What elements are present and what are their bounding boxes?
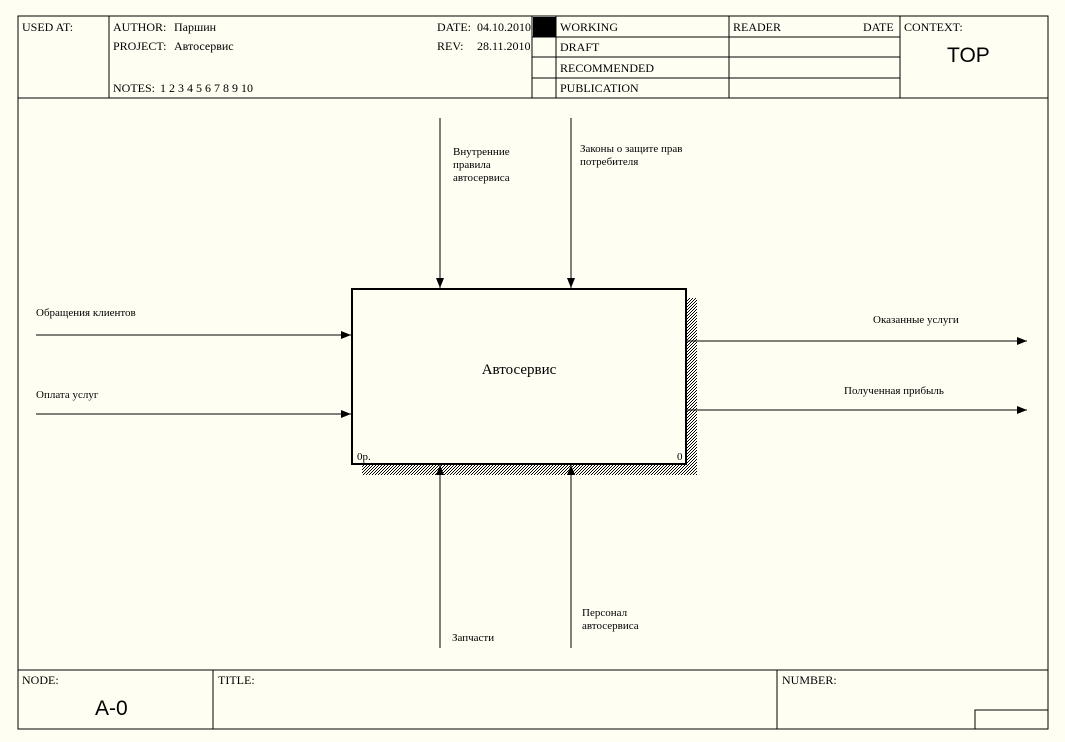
footer-grid (18, 669, 1049, 730)
mechanism-label: Запчасти (452, 632, 495, 644)
project-label: PROJECT: (113, 39, 167, 53)
reader-date-label: DATE (863, 20, 894, 34)
title-label: TITLE: (218, 673, 255, 687)
input-label: Обращения клиентов (36, 307, 136, 319)
activity-cost: 0р. (357, 451, 371, 463)
status-working: WORKING (560, 20, 618, 34)
status-indicator-working (533, 17, 556, 37)
control-label: Внутренние правила автосервиса (453, 146, 510, 184)
used-at-label: USED AT: (22, 20, 74, 34)
input-label: Оплата услуг (36, 389, 99, 401)
context-value: TOP (947, 44, 990, 67)
output-label: Полученная прибыль (844, 385, 944, 397)
context-label: CONTEXT: (904, 20, 963, 34)
notes-value: 1 2 3 4 5 6 7 8 9 10 (160, 81, 253, 95)
control-label: Законы о защите прав потребителя (580, 143, 683, 168)
output-label: Оказанные услуги (873, 314, 959, 326)
status-publication: PUBLICATION (560, 81, 639, 95)
node-label: NODE: (22, 673, 59, 687)
activity-name: Автосервис (481, 362, 557, 378)
activity-box[interactable] (351, 288, 697, 475)
status-draft: DRAFT (560, 40, 600, 54)
author-value: Паршин (174, 20, 217, 34)
project-value: Автосервис (174, 39, 234, 53)
status-recommended: RECOMMENDED (560, 61, 655, 75)
activity-number: 0 (677, 451, 683, 463)
rev-label: REV: (437, 39, 464, 53)
reader-label: READER (733, 20, 781, 34)
outer-frame (17, 15, 1049, 730)
mechanism-label: Персонал автосервиса (582, 607, 639, 632)
header-grid (18, 16, 1048, 99)
node-value: A-0 (95, 697, 128, 720)
date-label: DATE: (437, 20, 471, 34)
date-value: 04.10.2010 (477, 20, 531, 34)
rev-value: 28.11.2010 (477, 39, 531, 53)
number-label: NUMBER: (782, 673, 837, 687)
author-label: AUTHOR: (113, 20, 167, 34)
notes-label: NOTES: (113, 81, 155, 95)
